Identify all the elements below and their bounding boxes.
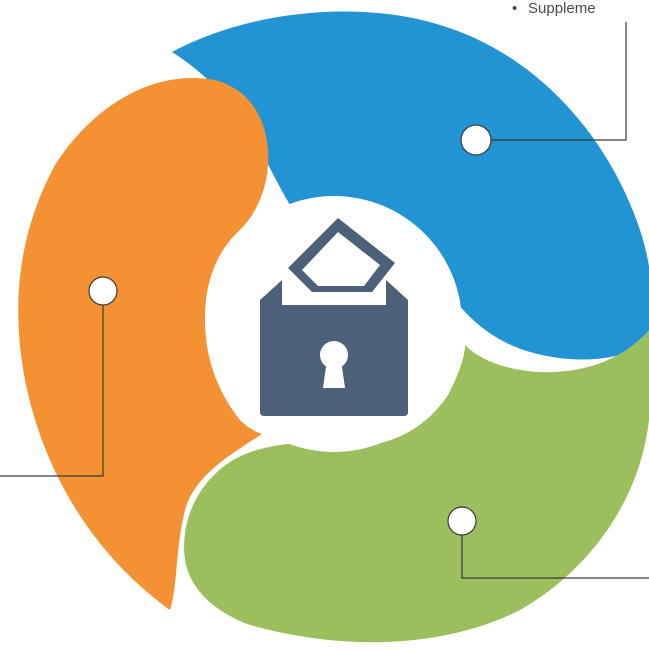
blue-connector [460, 22, 627, 156]
green-segment [184, 330, 649, 643]
green-connector [447, 506, 649, 579]
green-connector-node [447, 506, 477, 536]
bullet-marker: • [512, 0, 518, 17]
orange-segment [18, 77, 269, 610]
callout-label: Suppleme [528, 0, 596, 17]
blue-connector-node [460, 124, 492, 156]
ballot-box-lock-icon [260, 218, 408, 416]
blue-segment [172, 11, 649, 360]
orange-connector-node [88, 276, 118, 306]
orange-connector [0, 276, 118, 477]
top-right-callout-text: • Suppleme [512, 0, 596, 18]
